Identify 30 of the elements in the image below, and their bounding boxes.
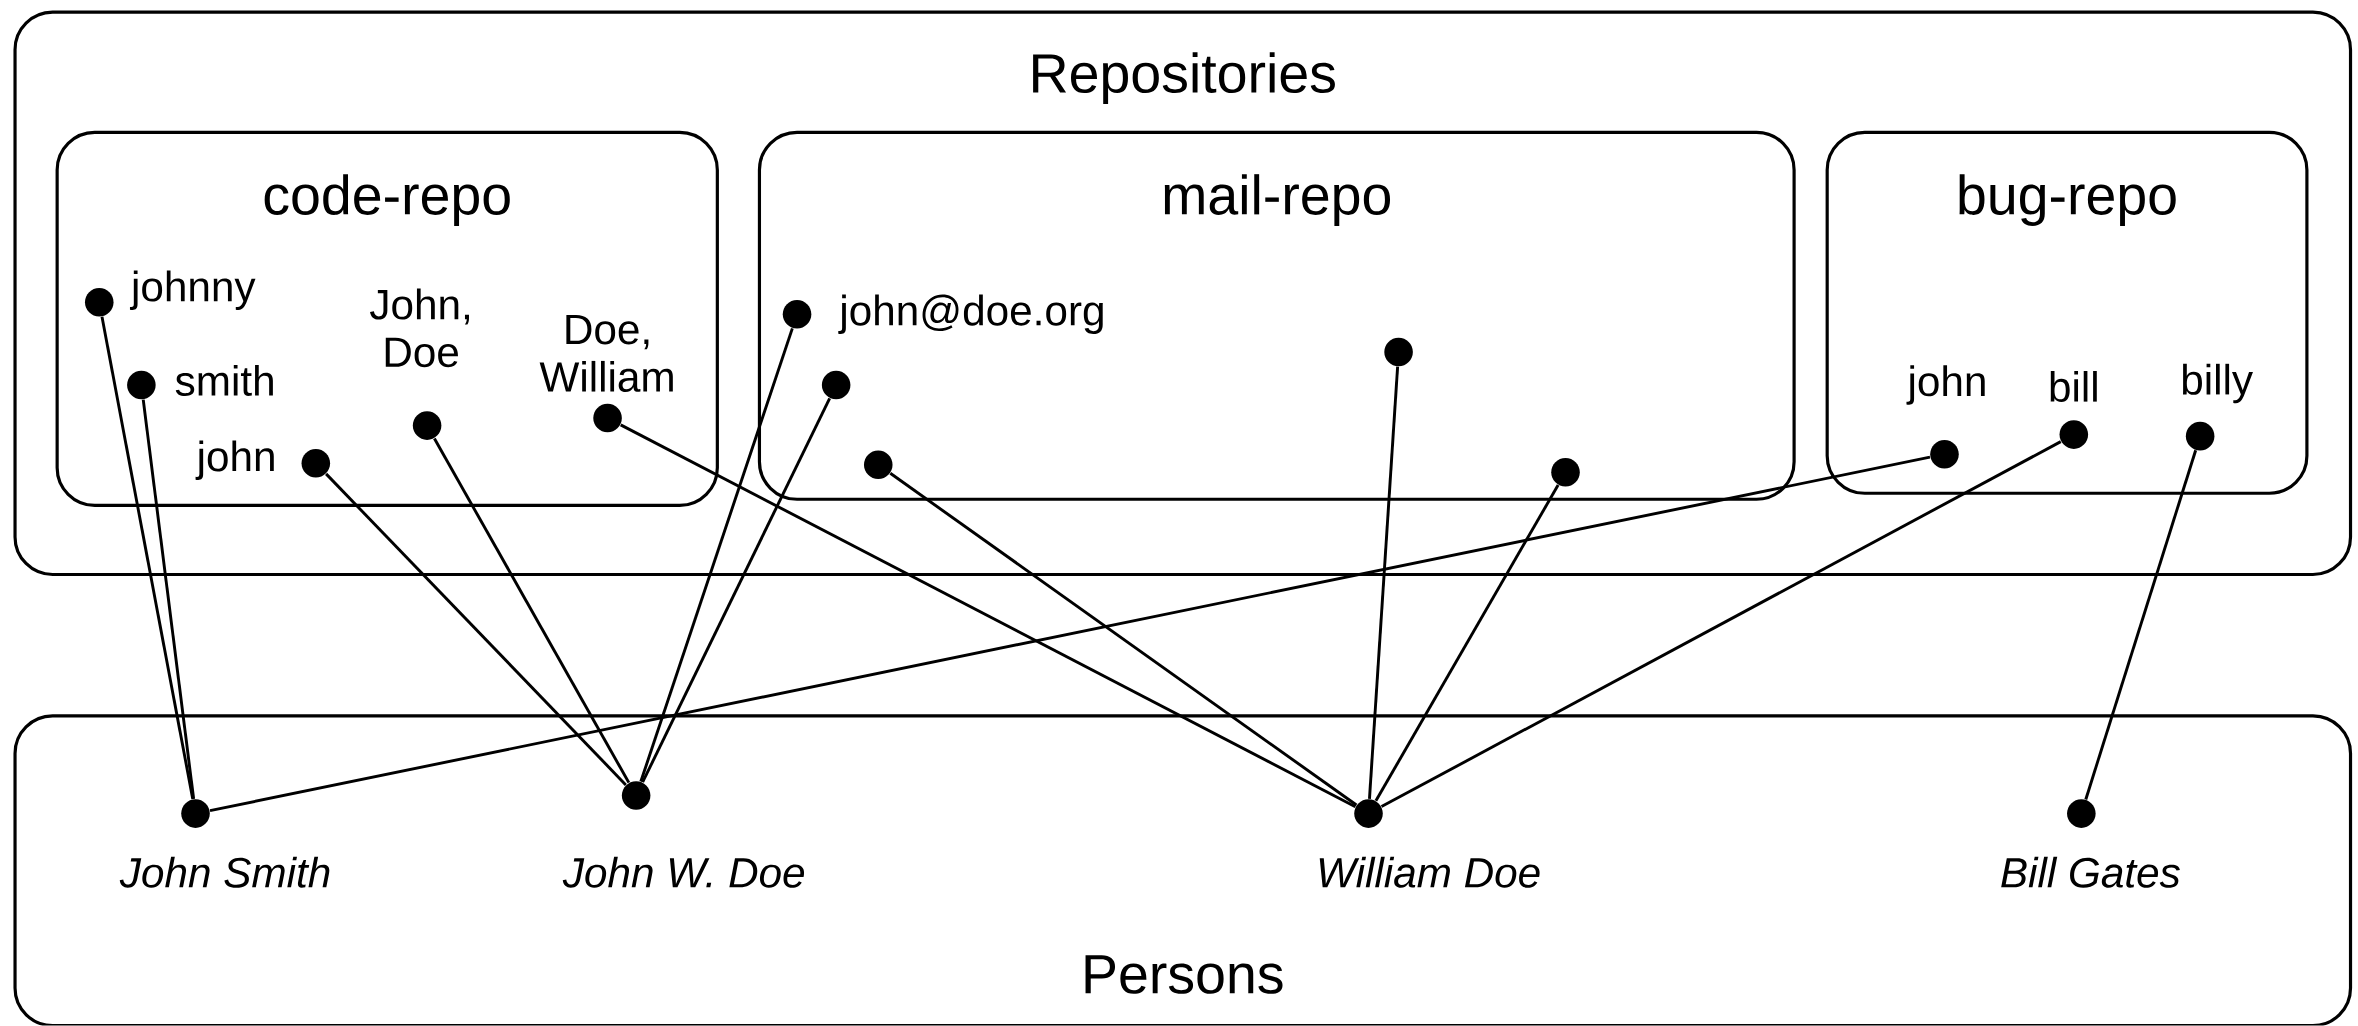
person-name: John Smith bbox=[119, 856, 330, 888]
identity-label: bill bbox=[2050, 371, 2097, 403]
identity-label: Doe, William bbox=[539, 315, 673, 393]
identity-label: John, Doe bbox=[370, 288, 469, 368]
identity-label: john bbox=[195, 440, 274, 481]
connector-line bbox=[2084, 450, 2198, 801]
connector-line bbox=[100, 316, 195, 800]
connector-line bbox=[209, 455, 1931, 813]
dot bbox=[821, 370, 851, 400]
identity-label: john bbox=[1906, 365, 1985, 405]
connector-line bbox=[1374, 484, 1560, 802]
connector-line bbox=[141, 399, 196, 800]
dot bbox=[1551, 458, 1580, 487]
person-name: John W. Doe bbox=[562, 856, 805, 888]
connector-line bbox=[1368, 366, 1400, 800]
connector-line bbox=[889, 472, 1358, 807]
connector-line bbox=[433, 437, 631, 784]
connector-line bbox=[641, 397, 831, 784]
dot bbox=[1384, 337, 1413, 367]
identity-label: john@doe.org bbox=[838, 294, 1103, 335]
person-name: William Doe bbox=[1319, 856, 1540, 888]
connector-line bbox=[639, 328, 794, 783]
connector-line bbox=[620, 423, 1357, 809]
connector-line bbox=[325, 473, 627, 787]
connector-line bbox=[1380, 440, 2062, 809]
identity-label: smith bbox=[175, 365, 273, 397]
identity-label: johnny bbox=[129, 270, 256, 311]
person-name: Bill Gates bbox=[2001, 856, 2180, 888]
identity-label: billy bbox=[2183, 364, 2253, 404]
dot bbox=[863, 450, 893, 480]
